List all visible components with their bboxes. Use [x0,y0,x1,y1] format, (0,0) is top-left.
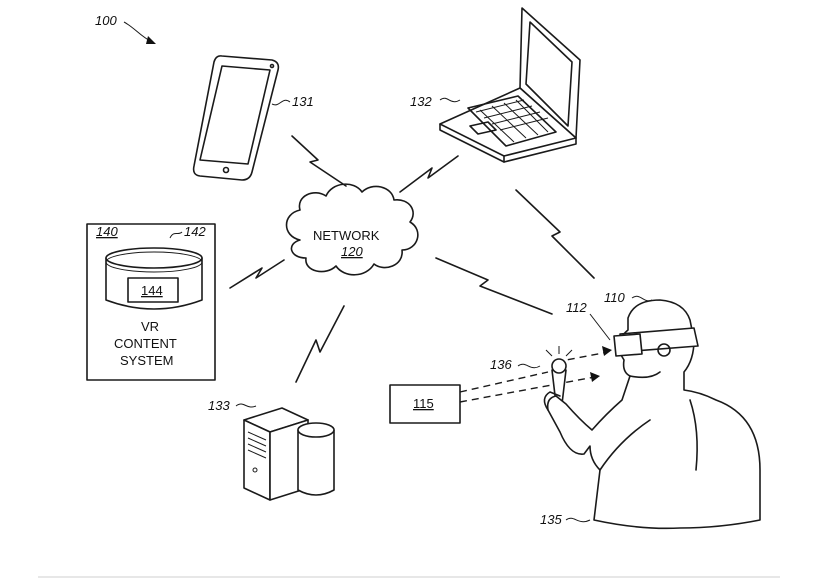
database-cylinder: 144 [105,247,203,310]
controller-ref: 136 [490,357,512,372]
figure-ref-arrowhead [146,36,156,44]
smartphone: 131 [192,55,314,181]
link-vr-network [229,259,285,289]
vr-content-system: 140 142 144 VR CONTENT SYSTEM [86,223,216,381]
network-cloud: NETWORK 120 [285,183,419,276]
network-label: NETWORK [313,228,380,243]
phone-ref: 131 [292,94,314,109]
phone-ref-leader [271,99,291,106]
laptop: 132 [410,7,581,163]
person-user: 110 112 135 [540,290,761,530]
sight-lines [459,346,612,403]
laptop-ref: 132 [410,94,432,109]
link-server-network [295,305,345,383]
headset-visor [613,333,643,357]
inner-box-144 [127,277,179,303]
link-laptop-user [515,189,595,279]
ear [657,343,671,357]
server: 133 [208,398,335,501]
link-laptop-network [399,155,459,193]
box115-ref: 115 [413,396,434,411]
link-network-user [435,257,553,315]
box-115: 115 [389,384,461,424]
vr-line2: CONTENT [114,336,177,351]
vr-line3: SYSTEM [120,353,173,368]
db-ref: 142 [184,224,206,239]
display-ref: 112 [566,300,587,315]
network-ref: 120 [341,244,363,259]
figure-ref-label: 100 [95,13,117,28]
link-phone-network [291,135,347,187]
server-ref: 133 [208,398,230,413]
person-ref: 135 [540,512,562,527]
inner-ref: 144 [141,283,163,298]
vr-system-ref: 140 [96,224,118,239]
wireless-links [229,135,595,383]
vr-line1: VR [141,319,159,334]
headset-ref: 110 [604,290,625,305]
